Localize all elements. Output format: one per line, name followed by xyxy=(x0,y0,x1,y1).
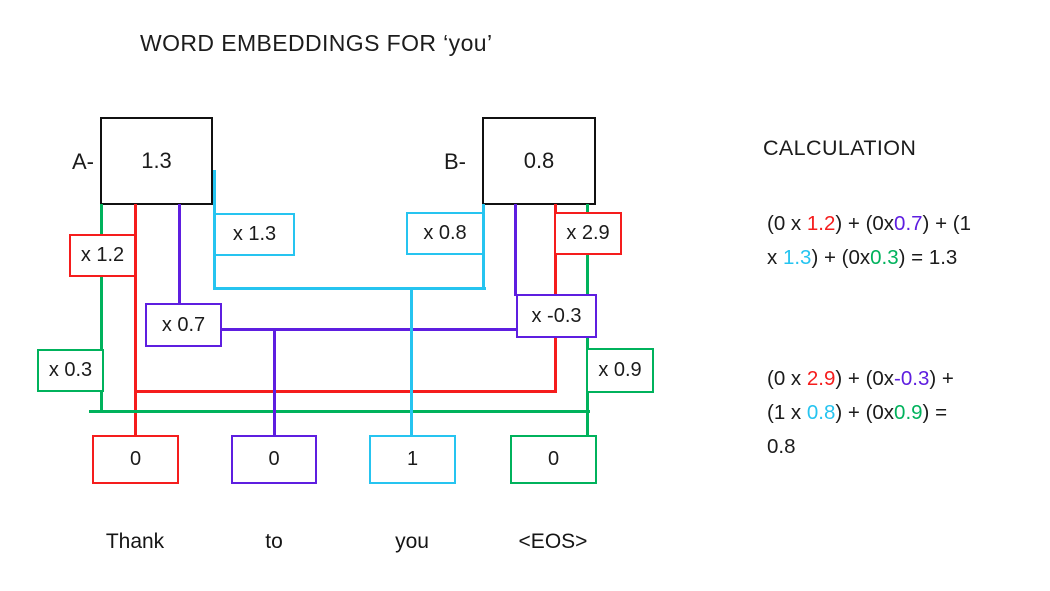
word-label-to: to xyxy=(265,530,283,553)
weight-box-1.3: x 1.3 xyxy=(214,213,295,256)
edge-red-vertical-a xyxy=(134,204,137,437)
node-b-box: 0.8 xyxy=(482,117,596,205)
equation-segment: (0 x xyxy=(767,212,807,235)
weight-label--0.3: x -0.3 xyxy=(531,304,582,327)
weight-label-0.8: x 0.8 xyxy=(423,222,467,244)
equation-b: (0 x 2.9) + (0x-0.3) +(1 x 0.8) + (0x0.9… xyxy=(767,362,1037,464)
edge-cyan-horizontal xyxy=(213,287,486,290)
weight-box-0.8: x 0.8 xyxy=(406,212,484,255)
edge-purple-vertical-input xyxy=(273,328,276,437)
weight-box-0.7: x 0.7 xyxy=(145,303,222,347)
weight-box-2.9: x 2.9 xyxy=(554,212,622,255)
weight-box--0.3: x -0.3 xyxy=(516,294,597,338)
equation-segment: ) = xyxy=(922,401,948,424)
equation-segment: ) + (0x xyxy=(811,246,871,269)
weight-label-0.9: x 0.9 xyxy=(598,359,642,381)
equation-segment: ) + (0x xyxy=(835,212,895,235)
equation-segment: 0.9 xyxy=(894,401,923,424)
diagram-title: WORD EMBEDDINGS FOR ‘you’ xyxy=(140,30,493,56)
weight-box-1.2: x 1.2 xyxy=(69,234,136,277)
equation-segment: ) + (0x xyxy=(835,401,895,424)
weight-label-0.3: x 0.3 xyxy=(48,359,93,381)
word-label-thank: Thank xyxy=(105,530,165,553)
node-a-label: A- xyxy=(72,149,94,174)
edge-green-vertical-a xyxy=(100,204,103,413)
input-value-to: 0 xyxy=(268,448,280,470)
node-a-box: 1.3 xyxy=(100,117,213,205)
input-box-you: 1 xyxy=(369,435,456,484)
node-a-value: 1.3 xyxy=(141,148,172,173)
weight-label-2.9: x 2.9 xyxy=(566,222,610,244)
equation-segment: -0.3 xyxy=(894,367,930,390)
equation-segment: 2.9 xyxy=(806,367,836,390)
equation-segment: 0.7 xyxy=(894,212,923,235)
equation-segment: 1.3 xyxy=(782,246,812,269)
node-b-label: B- xyxy=(444,149,466,174)
weight-label-1.2: x 1.2 xyxy=(80,244,125,266)
input-box-thank: 0 xyxy=(92,435,179,484)
equation-segment: 1.2 xyxy=(806,212,836,235)
equation-segment: 0.8 xyxy=(806,401,836,424)
equation-segment: ) + xyxy=(929,367,954,390)
edge-purple-vertical-a xyxy=(178,204,181,305)
input-value-eos: 0 xyxy=(547,448,560,470)
weight-label-0.7: x 0.7 xyxy=(161,313,206,336)
edge-red-horizontal xyxy=(134,390,557,393)
equation-segment: (0 x xyxy=(767,367,807,390)
equation-segment: x xyxy=(767,246,783,269)
weight-box-0.3: x 0.3 xyxy=(37,349,104,392)
edge-cyan-vertical-input xyxy=(410,287,413,437)
edge-purple-vertical-b xyxy=(514,204,517,296)
equation-segment: (1 x xyxy=(767,401,807,424)
node-b-value: 0.8 xyxy=(523,148,555,173)
weight-box-0.9: x 0.9 xyxy=(586,348,654,393)
equation-segment: 0.3 xyxy=(870,246,899,269)
word-label-you: you xyxy=(395,530,429,553)
input-value-you: 1 xyxy=(406,448,419,470)
input-box-to: 0 xyxy=(231,435,317,484)
input-box-eos: 0 xyxy=(510,435,597,484)
equation-segment: ) + (1 xyxy=(922,212,971,235)
weight-label-1.3: x 1.3 xyxy=(232,223,277,245)
equation-segment: ) + (0x xyxy=(835,367,895,390)
equation-segment: ) = 1.3 xyxy=(898,246,958,269)
equation-segment: 0.8 xyxy=(767,435,796,458)
calculation-heading: CALCULATION xyxy=(763,136,917,160)
edge-green-horizontal xyxy=(89,410,590,413)
input-value-thank: 0 xyxy=(129,448,142,470)
edge-purple-horizontal xyxy=(221,328,518,331)
word-label-eos: <EOS> xyxy=(518,530,588,553)
